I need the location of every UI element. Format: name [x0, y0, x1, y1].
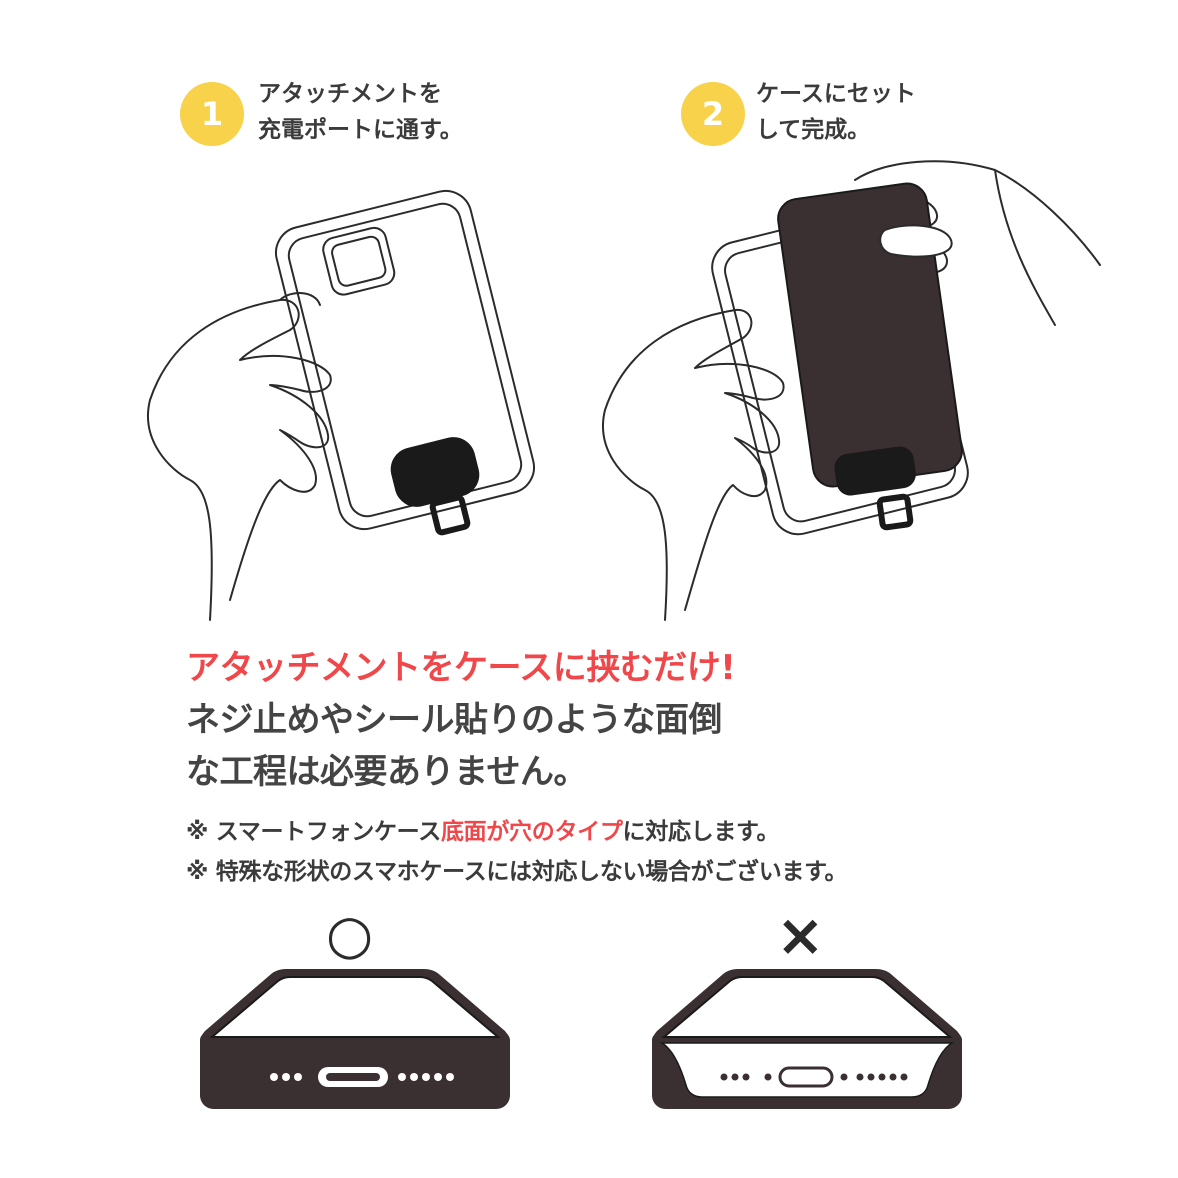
step-2-line1: ケースにセット: [756, 81, 916, 107]
note-1-prefix: ※ スマートフォンケース: [186, 819, 441, 845]
compatible-mark: ○: [326, 903, 374, 966]
step-1-badge: 1: [180, 82, 244, 146]
headline-line1: アタッチメントをケースに挟むだけ!: [186, 648, 736, 688]
step-2-illustration: [602, 160, 1101, 621]
step-1-illustration: [147, 189, 536, 621]
step-2-line2: して完成。: [756, 117, 871, 143]
step-1-line1: アタッチメントを: [258, 81, 442, 107]
incompatible-case-bottom: [652, 969, 962, 1109]
left-hand: [602, 308, 785, 621]
attachment-strap-loop: [429, 494, 471, 536]
step-2-badge: 2: [681, 82, 745, 146]
notes: ※ スマートフォンケース底面が穴のタイプに対応します。 ※ 特殊な形状のスマホケ…: [186, 812, 848, 892]
step-2-text: ケースにセット して完成。: [756, 76, 916, 148]
attachment-strap-loop: [876, 493, 914, 531]
incompatible-mark: ×: [776, 901, 825, 969]
note-1: ※ スマートフォンケース底面が穴のタイプに対応します。: [186, 812, 847, 852]
compatible-case-bottom: [200, 969, 510, 1109]
note-1-highlight: 底面が穴のタイプ: [440, 819, 623, 845]
headline: アタッチメントをケースに挟むだけ! ネジ止めやシール貼りのような面倒 な工程は必…: [186, 642, 736, 798]
open-cutout: [659, 1042, 955, 1098]
attachment-pad: [390, 437, 480, 507]
attachment-pad: [834, 446, 916, 496]
left-hand: [147, 298, 332, 621]
camera-cutout: [322, 226, 396, 296]
headline-line3: な工程は必要ありません。: [186, 752, 587, 792]
note-1-suffix: に対応します。: [622, 819, 780, 845]
step-1-text: アタッチメントを 充電ポートに通す。: [258, 76, 463, 148]
step-1-line2: 充電ポートに通す。: [258, 117, 463, 143]
note-2: ※ 特殊な形状のスマホケースには対応しない場合がございます。: [186, 859, 848, 885]
headline-line2: ネジ止めやシール貼りのような面倒: [186, 700, 723, 740]
